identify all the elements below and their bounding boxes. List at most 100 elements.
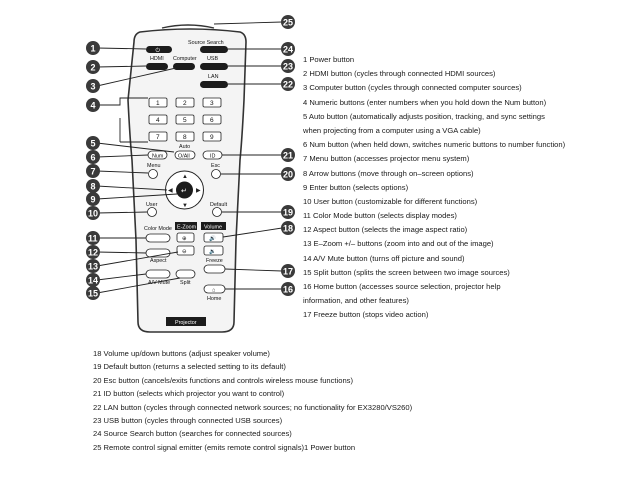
callout-21 xyxy=(281,148,295,162)
lan-button[interactable] xyxy=(200,81,228,88)
default-label: Default xyxy=(210,202,228,208)
volume-down-button[interactable] xyxy=(203,245,224,256)
arrow-right-icon[interactable]: ▶ xyxy=(196,188,201,194)
zoom-out-icon: ⊖ xyxy=(182,249,187,255)
legend-item: 21 ID button (selects which projector yo… xyxy=(93,389,285,399)
ezoom-plus-button[interactable] xyxy=(176,232,195,243)
legend-item: 20 Esc button (cancels/exits functions a… xyxy=(93,375,354,385)
ezoom-minus-button[interactable] xyxy=(176,245,195,256)
callout-11 xyxy=(86,231,100,245)
callout-22-label: 22 xyxy=(283,80,293,90)
legend-item: 24 Source Search button (searches for co… xyxy=(93,429,292,439)
power-button[interactable] xyxy=(146,46,172,53)
legend-item: 3 Computer button (cycles through connec… xyxy=(303,83,522,93)
color-mode-label: Color Mode xyxy=(144,226,172,232)
usb-button[interactable] xyxy=(200,63,228,70)
num-key-2-label: 2 xyxy=(183,100,187,107)
callout-16-label: 16 xyxy=(283,285,293,295)
legend-item: 12 Aspect button (selects the image aspe… xyxy=(303,225,468,235)
num-key-5[interactable] xyxy=(175,114,195,125)
freeze-label: Freeze xyxy=(206,258,223,264)
color-mode-button[interactable] xyxy=(145,233,171,243)
split-button[interactable] xyxy=(175,269,196,279)
computer-button[interactable] xyxy=(173,63,195,70)
av-mute-button[interactable] xyxy=(145,269,171,279)
menu-button[interactable] xyxy=(148,169,158,179)
remote-svg: Source Search ⏻ HDMI Computer USB LAN 1 … xyxy=(86,15,295,333)
legend-item: when projecting from a computer using a … xyxy=(303,125,481,135)
callout-19-label: 19 xyxy=(283,208,293,218)
callout-17-label: 17 xyxy=(283,267,293,277)
user-label: User xyxy=(146,202,158,208)
auto-oall-button[interactable] xyxy=(174,150,196,160)
menu-label: Menu xyxy=(147,163,161,169)
home-label: Home xyxy=(207,296,221,302)
callout-3 xyxy=(86,79,100,93)
hdmi-button[interactable] xyxy=(146,63,168,70)
callout-16 xyxy=(281,282,295,296)
default-button[interactable] xyxy=(212,207,222,217)
num-key-8[interactable] xyxy=(175,131,195,142)
legend-item: 22 LAN button (cycles through connected … xyxy=(93,402,413,412)
num-button-label: Num xyxy=(152,154,164,160)
legend-item: 23 USB button (cycles through connected … xyxy=(93,415,283,425)
source-search-label: Source Search xyxy=(188,40,224,46)
num-key-7[interactable] xyxy=(148,131,168,142)
ezoom-header xyxy=(175,222,197,230)
arrow-left-icon[interactable]: ◀ xyxy=(168,188,173,194)
callout-18 xyxy=(281,221,295,235)
num-key-3-label: 3 xyxy=(210,100,214,107)
callout-22 xyxy=(281,77,295,91)
num-key-5-label: 5 xyxy=(183,117,187,124)
callout-23-label: 23 xyxy=(283,62,293,72)
num-key-4[interactable] xyxy=(148,114,168,125)
callout-7-label: 7 xyxy=(91,167,96,177)
legend-item: 1 Power button xyxy=(303,55,355,64)
legend-bottom: 18 Volume up/down buttons (adjust speake… xyxy=(93,347,633,454)
num-key-6[interactable] xyxy=(202,114,222,125)
legend-item: 17 Freeze button (stops video action) xyxy=(303,310,429,320)
power-icon: ⏻ xyxy=(156,47,161,54)
callout-25-label: 25 xyxy=(283,18,293,28)
projector-badge xyxy=(166,317,206,326)
callout-1 xyxy=(86,41,100,55)
esc-button[interactable] xyxy=(211,169,221,179)
callout-11-label: 11 xyxy=(88,234,98,244)
callout-25 xyxy=(281,15,295,29)
callout-14-label: 14 xyxy=(88,276,98,286)
num-key-6-label: 6 xyxy=(210,117,214,124)
user-button[interactable] xyxy=(147,207,157,217)
arrow-up-icon[interactable]: ▲ xyxy=(182,174,188,180)
callout-1-label: 1 xyxy=(91,44,96,54)
freeze-button[interactable] xyxy=(203,264,226,274)
callout-4-label: 4 xyxy=(91,101,96,111)
arrow-down-icon[interactable]: ▼ xyxy=(182,203,188,209)
legend-item: 7 Menu button (accesses projector menu s… xyxy=(303,154,470,164)
legend-item: 8 Arrow buttons (move through on–screen … xyxy=(303,168,474,178)
callout-2 xyxy=(86,60,100,74)
callout-24 xyxy=(281,42,295,56)
legend-item: 25 Remote control signal emitter (emits … xyxy=(93,442,356,452)
enter-button[interactable] xyxy=(176,181,193,199)
volume-up-icon: 🔊 xyxy=(209,234,216,242)
callout-12 xyxy=(86,245,100,259)
callout-2-label: 2 xyxy=(91,63,96,73)
num-key-2[interactable] xyxy=(175,97,195,108)
hdmi-label: HDMI xyxy=(150,56,164,62)
callout-19 xyxy=(281,205,295,219)
callout-15-label: 15 xyxy=(88,289,98,299)
source-search-button[interactable] xyxy=(200,46,228,53)
ezoom-label: E-Zoom xyxy=(177,225,197,231)
callout-9 xyxy=(86,192,100,206)
num-key-3[interactable] xyxy=(202,97,222,108)
home-icon: ⌂ xyxy=(212,288,215,294)
callout-8 xyxy=(86,179,100,193)
num-key-9[interactable] xyxy=(202,131,222,142)
num-key-1[interactable] xyxy=(148,97,168,108)
legend-item: 2 HDMI button (cycles through connected … xyxy=(303,69,496,79)
legend-item: 14 A/V Mute button (turns off picture an… xyxy=(303,253,465,263)
remote-emitter xyxy=(161,24,215,29)
legend-item: 13 E–Zoom +/– buttons (zoom into and out… xyxy=(303,239,494,249)
volume-up-button[interactable] xyxy=(203,232,224,243)
callout-24-label: 24 xyxy=(283,45,293,55)
